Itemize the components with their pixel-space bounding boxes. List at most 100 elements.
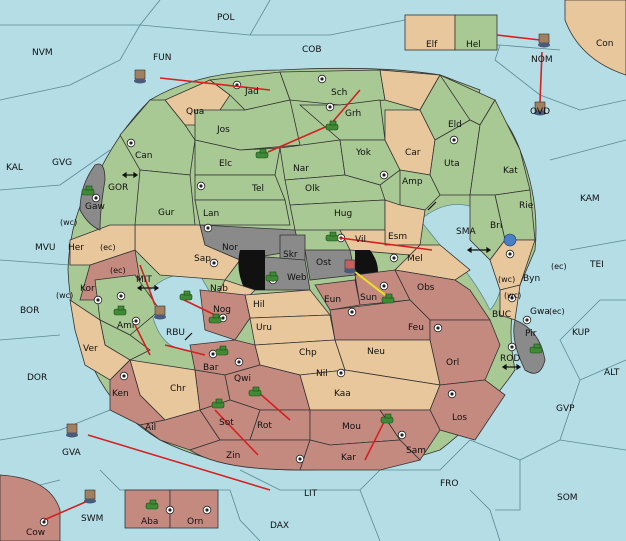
province-nor[interactable] [199,224,301,261]
army-icon[interactable] [325,231,339,242]
province-kar[interactable] [299,439,421,471]
label-chp: Chp [299,348,317,358]
province-her[interactable] [69,224,136,266]
fleet-icon[interactable] [503,233,517,247]
army-icon[interactable] [211,398,225,409]
label-gur: Gur [158,208,175,218]
label-amp: Amp [402,177,423,187]
label-rod: ROD [500,354,520,364]
fleet-icon[interactable] [84,489,96,504]
label-byn: Byn [523,274,540,284]
supply-center-icon [208,349,218,359]
supply-center-icon [379,170,389,180]
label-som: SOM [557,493,578,503]
army-icon[interactable] [325,120,339,131]
province-pir[interactable] [513,319,546,374]
army-icon[interactable] [380,413,394,424]
province-tel[interactable] [194,174,286,201]
label-coast-ec-her: (ec) [100,243,116,252]
label-elf: Elf [426,40,438,50]
supply-center-icon [447,389,457,399]
label-mit: MIT [136,275,152,285]
province-elc[interactable] [194,139,281,176]
supply-center-icon [325,102,335,112]
label-feu: Feu [408,323,424,333]
fleet-icon[interactable] [154,305,166,320]
label-qua: Qua [186,107,204,117]
army-icon[interactable] [529,343,543,354]
label-ost: Ost [316,258,332,268]
label-uru: Uru [256,323,272,333]
army-icon[interactable] [113,305,127,316]
fleet-icon[interactable] [134,69,146,84]
supply-center-icon [507,342,517,352]
label-coast-wc-kor: (wc) [56,291,73,300]
army-icon[interactable] [265,271,279,282]
supply-center-icon [93,295,103,305]
army-icon[interactable] [179,290,193,301]
army-icon[interactable] [255,148,269,159]
province-olk[interactable] [284,174,386,206]
double-arrow-icon [121,171,139,179]
army-icon[interactable] [145,499,159,510]
label-tei: TEI [589,260,604,270]
label-alt: ALT [604,368,620,378]
province-elf[interactable] [404,14,456,51]
double-arrow-icon [136,284,160,292]
label-gvg: GVG [52,158,72,168]
order-arrows [43,34,543,521]
label-grh: Grh [345,109,361,119]
label-fun: FUN [153,53,172,63]
province-hel[interactable] [454,14,498,51]
label-rie: Rie [519,201,534,211]
supply-center-icon [433,323,443,333]
label-sun: Sun [360,293,377,303]
province-sam[interactable] [379,409,441,461]
label-rot: Rot [257,421,272,431]
supply-center-icon [232,80,242,90]
supply-center-icon [505,249,515,259]
label-yok: Yok [355,148,372,158]
province-lan[interactable] [194,199,291,226]
label-kam: KAM [580,194,600,204]
label-kal: KAL [6,163,23,173]
province-labels: POL NVM FUN COB KAL GVG MVU BOR DOR GVA … [6,13,620,538]
supply-center-icon [202,505,212,515]
label-nog: Nog [213,305,231,315]
label-kup: KUP [572,328,590,338]
double-arrow-icon [501,363,522,371]
army-icon[interactable] [208,313,222,324]
label-obs: Obs [417,283,435,293]
army-icon[interactable] [81,185,95,196]
label-ami: Ami [117,321,134,331]
fleet-icon[interactable] [66,423,78,438]
province-byn[interactable] [489,239,536,291]
supply-center-icon [379,281,389,291]
label-rbu: RBU [166,328,185,338]
fleet-icon[interactable] [534,101,546,116]
label-sma: SMA [456,227,476,237]
double-arrows [121,171,522,371]
province-zin[interactable] [189,439,311,471]
label-gwa: Gwa [530,307,550,317]
label-fro: FRO [440,479,459,489]
label-dax: DAX [270,521,289,531]
label-ovd: OVD [530,107,550,117]
fleet-icon[interactable] [344,259,356,274]
province-kor[interactable] [94,274,161,336]
supply-center-icon [347,307,357,317]
label-dor: DOR [27,373,47,383]
army-icon[interactable] [248,386,262,397]
label-ken: Ken [112,389,129,399]
label-jad: Jad [244,87,259,97]
label-kaa: Kaa [334,389,351,399]
army-icon[interactable] [215,345,229,356]
label-nor: Nor [222,243,238,253]
fleet-icon[interactable] [538,33,550,48]
label-coast-wc-her: (wc) [60,218,77,227]
province-amp[interactable] [399,169,441,211]
label-sam: Sam [406,446,426,456]
army-icon[interactable] [381,293,395,304]
label-coast-wc-byn: (wc) [498,275,515,284]
